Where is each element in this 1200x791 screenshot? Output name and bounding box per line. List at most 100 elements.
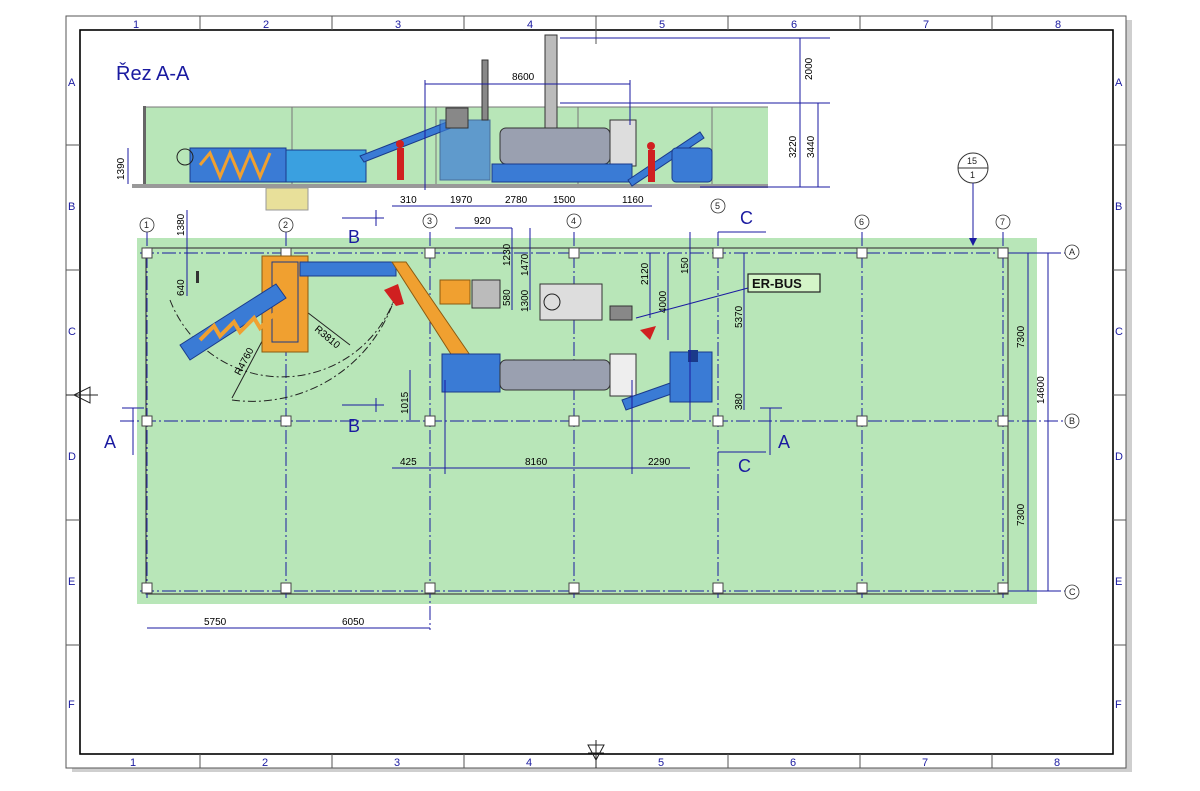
plan-belt-conveyor — [299, 261, 397, 277]
axis-row-A: A — [1069, 247, 1075, 257]
dim-7300-top: 7300 — [1016, 325, 1027, 348]
dim-1230: 1230 — [502, 243, 513, 266]
frame-row-left-D: D — [68, 451, 76, 463]
dim-1015: 1015 — [400, 391, 411, 414]
section-screw-feeder — [189, 147, 287, 183]
section-markers: A A B B C C — [104, 208, 790, 476]
frame-col-bottom-1: 1 — [130, 757, 136, 769]
plan-columns — [141, 247, 1009, 594]
section-chimney-large — [544, 34, 558, 136]
section-title: Řez A-A — [116, 62, 190, 85]
section-mark-c-bottom: C — [738, 456, 751, 476]
frame-col-top-8: 8 — [1055, 19, 1061, 31]
dim-150: 150 — [680, 257, 691, 274]
dim-7300-bottom: 7300 — [1016, 503, 1027, 526]
frame-col-top-3: 3 — [395, 19, 401, 31]
section-storage-tank — [671, 147, 713, 183]
dim-2120: 2120 — [640, 262, 651, 285]
plan-column-bubbles: 1 2 3 4 5 6 7 — [139, 198, 1011, 233]
dim-380: 380 — [734, 393, 745, 410]
frame-col-top-7: 7 — [923, 19, 929, 31]
frame-col-bottom-8: 8 — [1054, 757, 1060, 769]
dim-section-3440: 3440 — [806, 135, 817, 158]
axis-row-B: B — [1069, 416, 1075, 426]
section-worker-2 — [648, 150, 655, 182]
plan-row-bubbles: A B C — [1064, 244, 1080, 600]
dim-5370: 5370 — [734, 305, 745, 328]
axis-col-3: 3 — [427, 216, 432, 226]
frame-row-right-C: C — [1115, 326, 1123, 338]
section-mark-a-right: A — [778, 432, 790, 452]
axis-row-C: C — [1069, 587, 1076, 597]
section-worker-1 — [397, 148, 404, 180]
frame-col-top-2: 2 — [263, 19, 269, 31]
dim-14600: 14600 — [1036, 376, 1047, 404]
frame-row-right-D: D — [1115, 451, 1123, 463]
frame-col-bottom-3: 3 — [394, 757, 400, 769]
section-mark-c-top: C — [740, 208, 753, 228]
dim-6050: 6050 — [342, 617, 365, 628]
dim-section-2000: 2000 — [804, 57, 815, 80]
frame-row-right-B: B — [1115, 201, 1122, 213]
plan-radius-arc-outer — [231, 299, 395, 402]
dim-section-3220: 3220 — [788, 135, 799, 158]
frame-row-right-F: F — [1115, 699, 1122, 711]
axis-col-2: 2 — [283, 220, 288, 230]
section-ground — [132, 184, 768, 188]
plan-furnace — [441, 353, 501, 393]
section-chimney-small — [481, 59, 489, 121]
frame-col-top-5: 5 — [659, 19, 665, 31]
dim-1300: 1300 — [520, 289, 531, 312]
frame-row-left-F: F — [68, 699, 75, 711]
frame-row-left-C: C — [68, 326, 76, 338]
dim-1500: 1500 — [553, 195, 576, 206]
dim-640: 640 — [176, 279, 187, 296]
frame-col-top-6: 6 — [791, 19, 797, 31]
section-a-a: Řez A-A — [116, 34, 830, 211]
axis-col-4: 4 — [571, 216, 576, 226]
dim-8160: 8160 — [525, 457, 548, 468]
frame-row-left-B: B — [68, 201, 75, 213]
frame-row-left-E: E — [68, 576, 75, 588]
dim-section-1390: 1390 — [116, 157, 127, 180]
frame-col-bottom-5: 5 — [658, 757, 664, 769]
frame-row-left-A: A — [68, 77, 76, 89]
dim-1380: 1380 — [176, 213, 187, 236]
dim-920: 920 — [474, 216, 491, 227]
dim-5750: 5750 — [204, 617, 227, 628]
section-mark-b-bottom: B — [348, 416, 360, 436]
frame-col-top-4: 4 — [527, 19, 533, 31]
frame-col-bottom-6: 6 — [790, 757, 796, 769]
frame-row-right-E: E — [1115, 576, 1122, 588]
dim-2290: 2290 — [648, 457, 671, 468]
er-bus-box — [747, 273, 821, 293]
frame-col-bottom-4: 4 — [526, 757, 532, 769]
dim-4000: 4000 — [658, 290, 669, 313]
dim-1970: 1970 — [450, 195, 473, 206]
plan-fan-unit — [539, 283, 603, 321]
plan-radius-arc-inner — [169, 299, 395, 378]
frame-row-ruler: A B C D E F A B C D E F — [66, 77, 1126, 711]
dim-580: 580 — [502, 289, 513, 306]
sheet-reference-bubble: 15 1 — [957, 152, 989, 246]
dim-section-8600: 8600 — [512, 72, 535, 83]
sheet-ref-top: 15 — [967, 156, 977, 166]
er-bus-label: ER-BUS — [752, 276, 802, 291]
axis-col-7: 7 — [1000, 217, 1005, 227]
section-mark-a-left: A — [104, 432, 116, 452]
section-furnace — [439, 119, 491, 181]
section-feeder-drive-icon — [176, 148, 194, 166]
frame-row-right-A: A — [1115, 77, 1123, 89]
section-pit — [265, 187, 309, 211]
floor-plan: 1 2 3 4 5 6 7 A B C 15 1 — [104, 152, 1080, 630]
section-mark-b-top: B — [348, 227, 360, 247]
plan-valve-icon — [640, 326, 656, 340]
dim-2780: 2780 — [505, 195, 528, 206]
frame-col-bottom-2: 2 — [262, 757, 268, 769]
section-rotary-drum — [499, 127, 611, 165]
axis-col-6: 6 — [859, 217, 864, 227]
section-receiving-bin — [285, 149, 367, 183]
dim-310: 310 — [400, 195, 417, 206]
plan-worker-icon — [384, 284, 404, 306]
